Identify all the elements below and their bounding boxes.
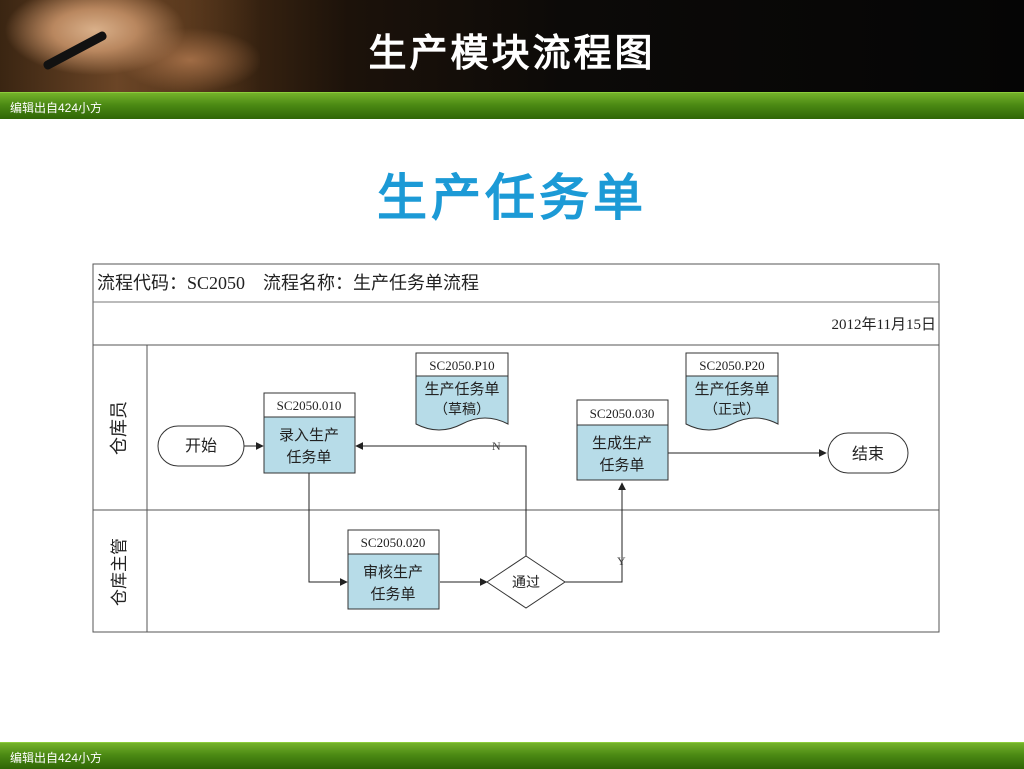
decision-node (486, 555, 566, 609)
hand-writing-photo (0, 0, 260, 92)
task-010-code: SC2050.010 (277, 398, 342, 413)
task-020-line2: 任务单 (370, 585, 415, 603)
edge-label-yes: Y (617, 554, 626, 568)
decision-label: 通过 (512, 575, 540, 591)
task-010-line1: 录入生产 (279, 426, 339, 444)
header-title: 生产模块流程图 (368, 31, 656, 75)
task-020-code-box (347, 529, 440, 555)
task-020-box (347, 553, 440, 610)
task-010-line2: 任务单 (286, 448, 331, 466)
arrow-decision-yes (565, 482, 626, 583)
lane-label-supervisor: 仓库主管 (110, 538, 129, 606)
lane-label-clerk: 仓库员 (109, 401, 129, 455)
arrow-010-to-020 (308, 473, 348, 586)
doc-p20-line1: 生产任务单 (694, 380, 769, 398)
doc-p10-code: SC2050.P10 (429, 358, 494, 373)
task-030-box (576, 424, 669, 481)
band-label-top: 编辑出自424小方 (10, 101, 103, 115)
doc-p20-shape (685, 375, 779, 431)
task-030-code: SC2050.030 (590, 406, 655, 421)
end-label: 结束 (852, 444, 884, 463)
header-banner: 生产模块流程图 (0, 0, 1024, 92)
arrow-decision-no-back (355, 442, 527, 556)
doc-p20-code: SC2050.P20 (699, 358, 764, 373)
task-010-code-box (263, 392, 356, 418)
flow-info-row: 流程代码：SC2050 流程名称：生产任务单流程 (97, 273, 479, 293)
task-030-code-box (576, 399, 669, 426)
start-label: 开始 (185, 436, 217, 455)
task-010-box (263, 416, 356, 474)
start-node (157, 425, 245, 467)
edge-label-no: N (492, 439, 501, 453)
top-green-band: 编辑出自424小方 (0, 92, 1024, 119)
doc-p10-line2: （草稿） (434, 402, 490, 418)
task-030-line2: 任务单 (599, 456, 644, 474)
task-030-line1: 生成生产 (592, 434, 652, 452)
doc-p10-line1: 生产任务单 (424, 380, 499, 398)
doc-p10-shape (415, 375, 509, 431)
band-label-bottom: 编辑出自424小方 (10, 751, 103, 765)
slide-title: 生产任务单 (377, 169, 647, 227)
end-node (827, 432, 909, 474)
bottom-green-band: 编辑出自424小方 (0, 742, 1024, 769)
flow-date: 2012年11月15日 (832, 316, 936, 333)
doc-p20-line2: （正式） (704, 402, 760, 418)
task-020-code: SC2050.020 (361, 535, 426, 550)
task-020-line1: 审核生产 (363, 563, 423, 581)
